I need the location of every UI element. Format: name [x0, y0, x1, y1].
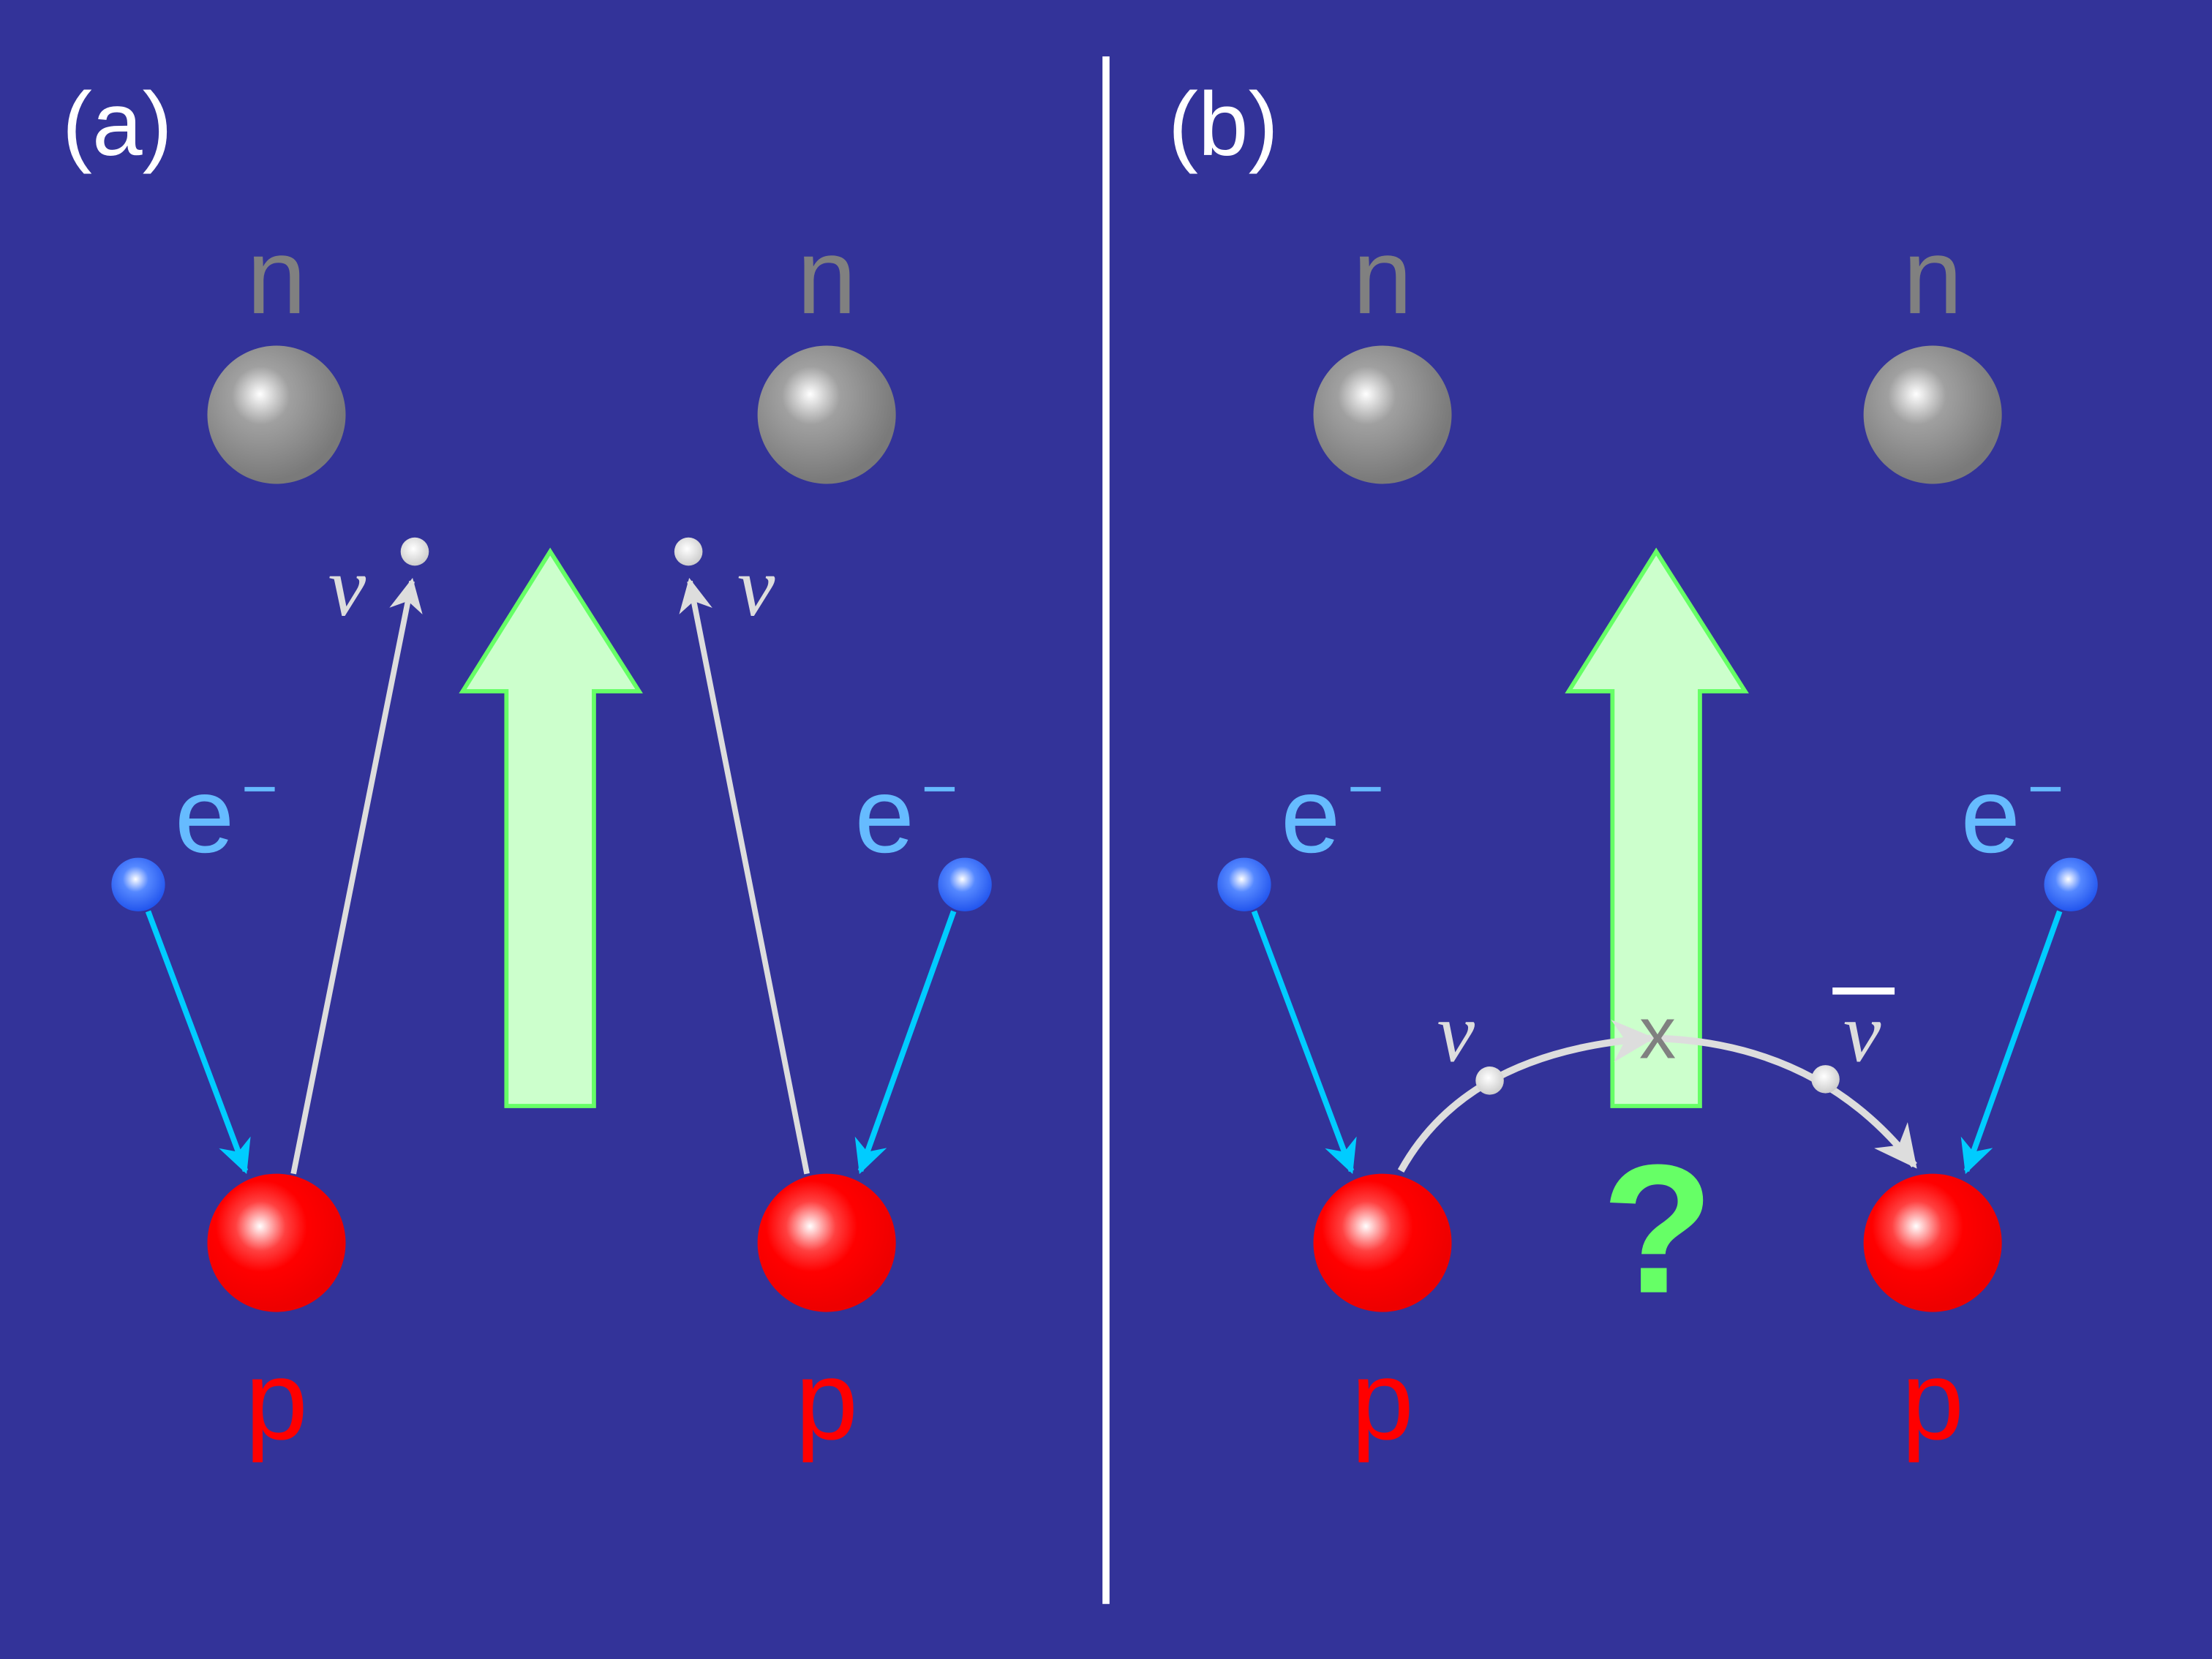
neutron-label: n: [1903, 217, 1963, 336]
neutrons: n n n n: [207, 217, 2002, 484]
antineutrino-particle: [1811, 1065, 1840, 1094]
proton-sphere: [757, 1173, 896, 1312]
electron-sphere: [111, 857, 165, 911]
neutron-a-left: n: [207, 217, 346, 484]
protons: p p p p: [207, 1173, 2002, 1463]
neutrino-arrow-a-right: [679, 578, 810, 1175]
electron-charge: −: [1347, 753, 1384, 823]
neutrino-particle: [1475, 1066, 1504, 1095]
decay-arrow-b: [1565, 547, 1749, 1108]
proton-label: p: [795, 1336, 858, 1463]
proton-a-left: p: [207, 1173, 346, 1463]
proton-a-right: p: [757, 1173, 896, 1463]
neutrino-label: ν: [328, 541, 366, 634]
antineutrino-label: ν: [1843, 986, 1881, 1080]
electron-arrow-a-right: [854, 910, 957, 1175]
proton-sphere: [1863, 1173, 2002, 1312]
electron-label: e: [1281, 756, 1341, 876]
electron-label: e: [175, 756, 235, 876]
neutrino-exchange-arc-right: [1657, 1034, 1917, 1169]
neutrino-particle: [674, 537, 703, 566]
neutron-label: n: [1353, 217, 1412, 336]
electron-sphere: [2044, 857, 2098, 911]
electron-sphere: [938, 857, 992, 911]
proton-sphere: [207, 1173, 346, 1312]
proton-b-left: p: [1313, 1173, 1452, 1463]
electron-arrow-a-left: [145, 910, 251, 1175]
decay-arrow-a: [459, 547, 643, 1108]
electron-charge: −: [2028, 753, 2064, 823]
neutron-label: n: [247, 217, 306, 336]
proton-label: p: [245, 1336, 308, 1463]
neutrino-arrow-a-left: [290, 578, 423, 1175]
proton-label: p: [1901, 1336, 1964, 1463]
electron-arrow-b-right: [1960, 910, 2063, 1175]
electron-charge: −: [922, 753, 958, 823]
neutron-b-right: n: [1863, 217, 2002, 484]
antineutrino-bar: [1832, 988, 1895, 995]
electron-sphere: [1217, 857, 1271, 911]
neutrino-particle: [400, 537, 429, 566]
question-mark: ?: [1602, 1127, 1714, 1332]
panel-a-label: (a): [62, 74, 173, 175]
proton-b-right: p: [1863, 1173, 2002, 1463]
vertex-label: x: [1639, 992, 1676, 1074]
proton-sphere: [1313, 1173, 1452, 1312]
neutron-sphere: [757, 345, 896, 484]
neutron-sphere: [1863, 345, 2002, 484]
neutrino-label: ν: [737, 541, 775, 634]
panel-b-label: (b): [1168, 74, 1279, 175]
neutron-label: n: [797, 217, 857, 336]
electron-charge: −: [241, 753, 278, 823]
electron-arrow-b-left: [1251, 910, 1357, 1175]
electron-label: e: [854, 756, 914, 876]
neutrino-label: ν: [1437, 986, 1475, 1080]
electrons: e − e − e − e −: [111, 753, 2098, 911]
neutron-a-right: n: [757, 217, 896, 484]
neutron-b-left: n: [1313, 217, 1452, 484]
neutron-sphere: [207, 345, 346, 484]
neutron-sphere: [1313, 345, 1452, 484]
electron-label: e: [1960, 756, 2020, 876]
proton-label: p: [1351, 1336, 1414, 1463]
